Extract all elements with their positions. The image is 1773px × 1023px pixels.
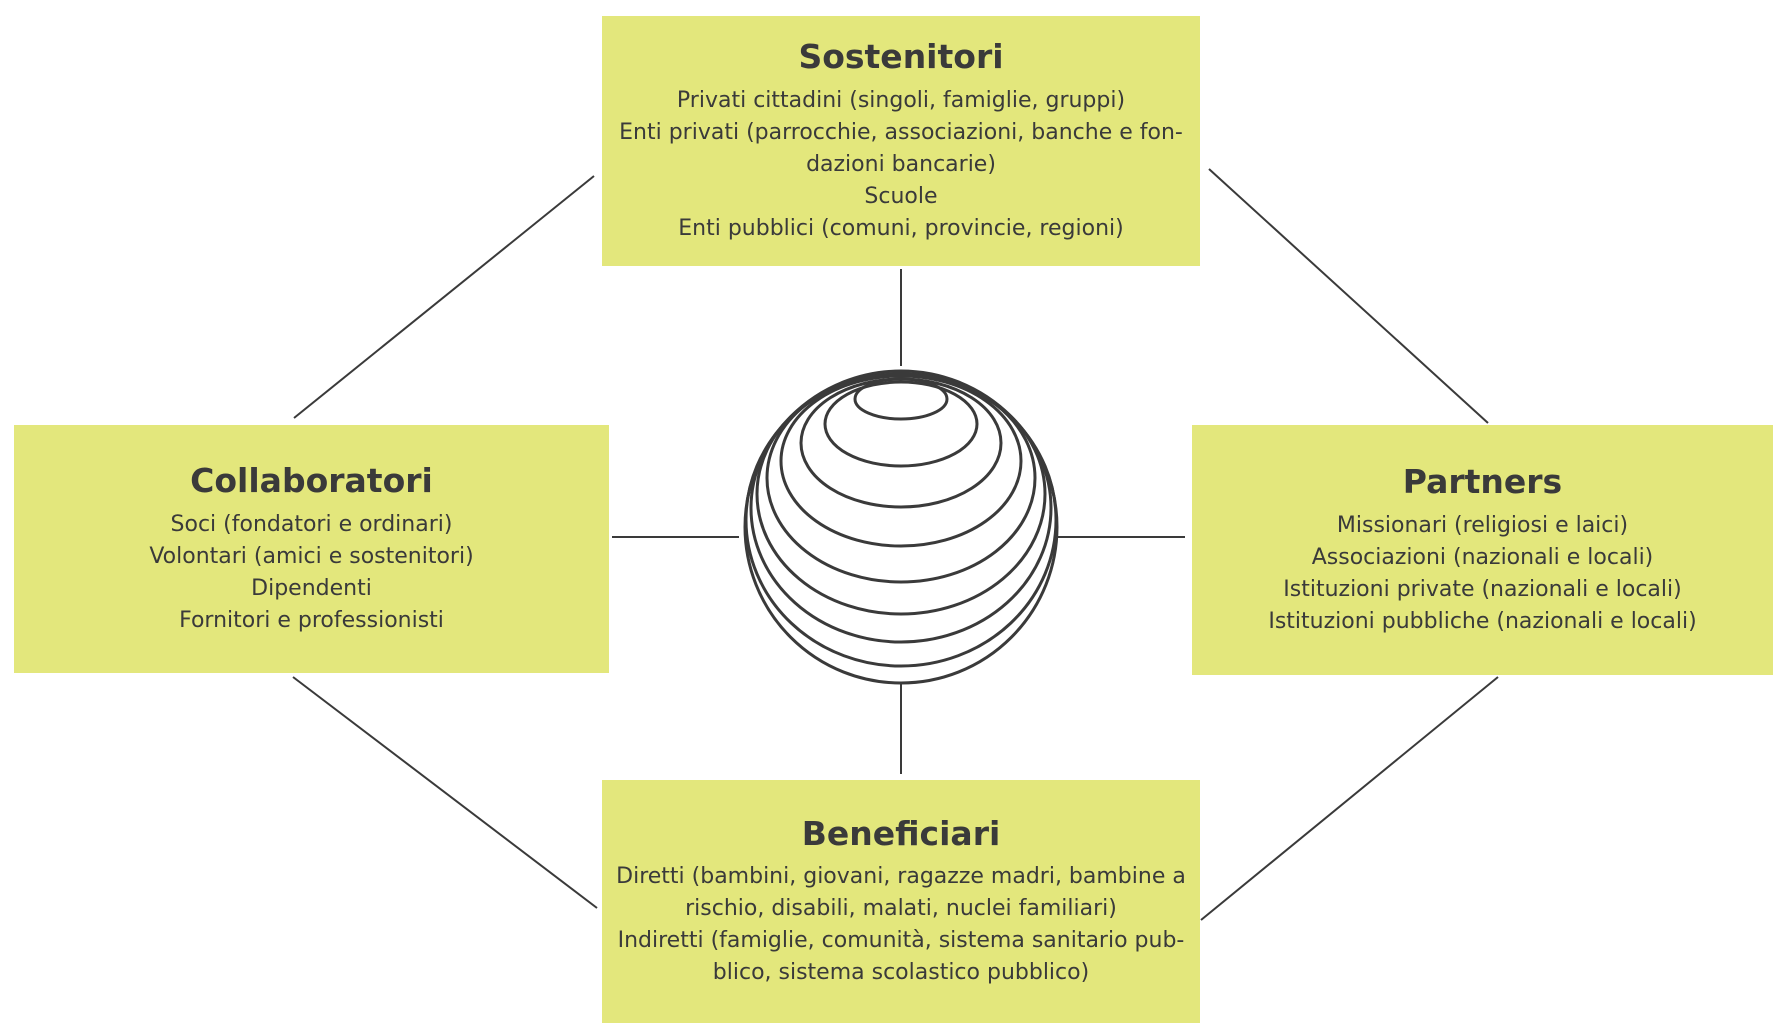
box-text-line: Istituzioni pubbliche (nazionali e local…	[1268, 608, 1697, 634]
connector-sostenitori-partners	[1208, 168, 1489, 424]
box-text-line: Privati cittadini (singoli, famiglie, gr…	[676, 87, 1126, 113]
box-text-line: blico, sistema scolastico pubblico)	[712, 960, 1090, 986]
box-beneficiari: Beneficiari Diretti (bambini, giovani, r…	[602, 780, 1200, 1023]
box-text-line: Volontari (amici e sostenitori)	[149, 543, 474, 569]
box-text-line: Missionari (religiosi e laici)	[1336, 512, 1629, 538]
box-title: Collaboratori	[190, 461, 433, 501]
box-text-line: Enti pubblici (comuni, provincie, region…	[678, 215, 1124, 241]
box-text-line: Istituzioni private (nazionali e locali)	[1283, 576, 1682, 602]
box-text-line: rischio, disabili, malati, nuclei famili…	[685, 896, 1117, 922]
box-text-line: Diretti (bambini, giovani, ragazze madri…	[616, 864, 1186, 890]
box-partners: Partners Missionari (religiosi e laici) …	[1192, 425, 1773, 675]
connector-sostenitori-collaboratori	[293, 175, 595, 419]
box-text: Missionari (religiosi e laici) Associazi…	[1268, 510, 1696, 638]
box-text-line: dazioni bancarie)	[806, 151, 996, 177]
box-text-line: Soci (fondatori e ordinari)	[170, 511, 453, 537]
box-text-line: Associazioni (nazionali e locali)	[1311, 544, 1654, 570]
box-text: Diretti (bambini, giovani, ragazze madri…	[616, 861, 1186, 989]
box-text-line: Indiretti (famiglie, comunità, sistema s…	[617, 928, 1185, 954]
box-text: Privati cittadini (singoli, famiglie, gr…	[619, 85, 1183, 245]
box-collaboratori: Collaboratori Soci (fondatori e ordinari…	[14, 425, 609, 673]
box-text-line: Scuole	[864, 183, 938, 209]
box-text-line: Fornitori e professionisti	[179, 607, 444, 633]
box-sostenitori: Sostenitori Privati cittadini (singoli, …	[602, 16, 1200, 266]
box-text-line: Enti privati (parrocchie, associazioni, …	[619, 119, 1183, 145]
box-title: Partners	[1402, 462, 1563, 502]
globe-icon	[743, 369, 1059, 685]
connector-collaboratori-beneficiari	[292, 676, 598, 909]
box-text: Soci (fondatori e ordinari) Volontari (a…	[149, 509, 473, 637]
connector-partners-beneficiari	[1200, 676, 1499, 921]
box-title: Sostenitori	[798, 37, 1004, 77]
box-text-line: Dipendenti	[251, 575, 372, 601]
box-title: Beneficiari	[801, 813, 1001, 853]
